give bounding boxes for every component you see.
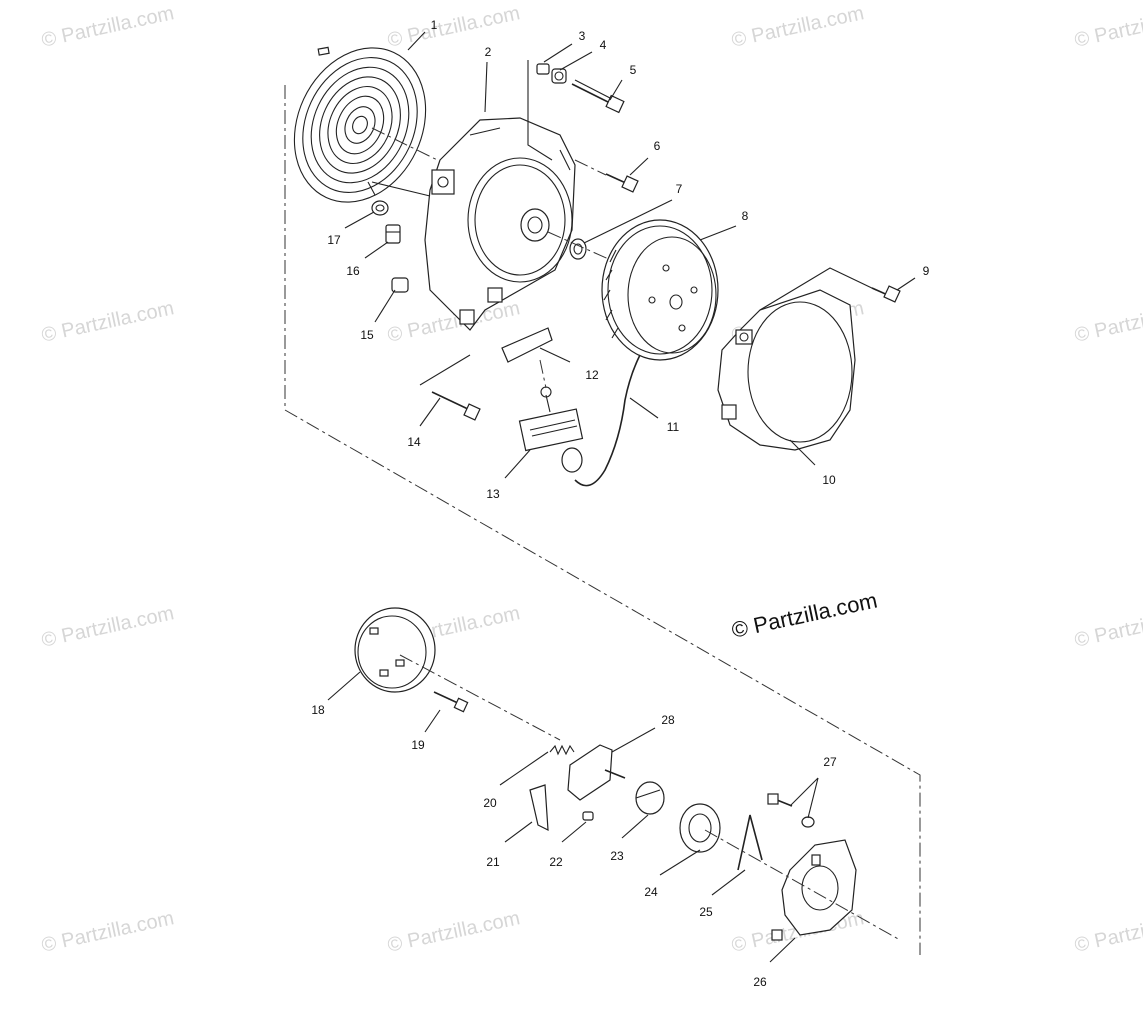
part-14-bolt <box>431 391 481 421</box>
callout-4: 4 <box>599 38 607 52</box>
part-10-recoil-cover <box>717 289 856 451</box>
part-18-ratchet-cup <box>354 607 436 693</box>
part-5-bolt <box>571 79 625 114</box>
callout-6: 6 <box>653 139 661 153</box>
callout-14: 14 <box>407 435 421 449</box>
part-16-pin <box>385 224 401 244</box>
part-13-starter-handle <box>518 386 584 473</box>
callout-8: 8 <box>741 209 749 223</box>
callout-19: 19 <box>411 738 425 752</box>
part-4-lock-nut <box>551 68 567 84</box>
part-17-washer <box>371 200 389 216</box>
callout-17: 17 <box>327 233 341 247</box>
callout-27: 27 <box>823 755 837 769</box>
part-11-starter-rope <box>574 354 641 487</box>
part-25-spring-wire <box>737 814 763 871</box>
callout-22: 22 <box>549 855 563 869</box>
assembly-boundary-line <box>284 85 921 955</box>
callout-3: 3 <box>578 29 586 43</box>
callout-7: 7 <box>675 182 683 196</box>
callout-26: 26 <box>753 975 767 989</box>
callout-25: 25 <box>699 905 713 919</box>
callout-9: 9 <box>922 264 930 278</box>
callout-24: 24 <box>644 885 658 899</box>
callout-12: 12 <box>585 368 599 382</box>
part-19-bolt <box>433 691 469 713</box>
part-12-rope-guide <box>501 327 553 363</box>
callout-5: 5 <box>629 63 637 77</box>
callout-18: 18 <box>311 703 325 717</box>
part-22-pin <box>582 811 594 821</box>
callout-15: 15 <box>360 328 374 342</box>
part-23-bushing <box>635 781 665 815</box>
leader-lines <box>327 31 916 963</box>
part-8-rope-pulley <box>601 219 719 361</box>
part-3-nut <box>536 63 550 75</box>
part-1-recoil-spring <box>293 46 427 203</box>
part-26-cover-plate <box>771 839 857 941</box>
part-2-recoil-housing <box>424 117 576 331</box>
callout-21: 21 <box>486 855 500 869</box>
callout-28: 28 <box>661 713 675 727</box>
part-21-pawl <box>529 784 549 832</box>
part-6-bolt <box>605 173 639 193</box>
callout-2: 2 <box>484 45 492 59</box>
callout-11: 11 <box>666 420 680 434</box>
callout-13: 13 <box>486 487 500 501</box>
callout-10: 10 <box>822 473 836 487</box>
part-27-bolt-washer <box>767 793 815 828</box>
part-7-seal <box>569 238 587 260</box>
callout-16: 16 <box>346 264 360 278</box>
callout-1: 1 <box>430 18 438 32</box>
callout-23: 23 <box>610 849 624 863</box>
part-20-spring <box>549 744 575 756</box>
part-28-pawl-bracket <box>567 744 626 801</box>
callout-20: 20 <box>483 796 497 810</box>
part-15-bushing <box>391 277 409 293</box>
part-24-friction-plate <box>679 803 721 853</box>
part-9-bolt <box>871 285 901 303</box>
